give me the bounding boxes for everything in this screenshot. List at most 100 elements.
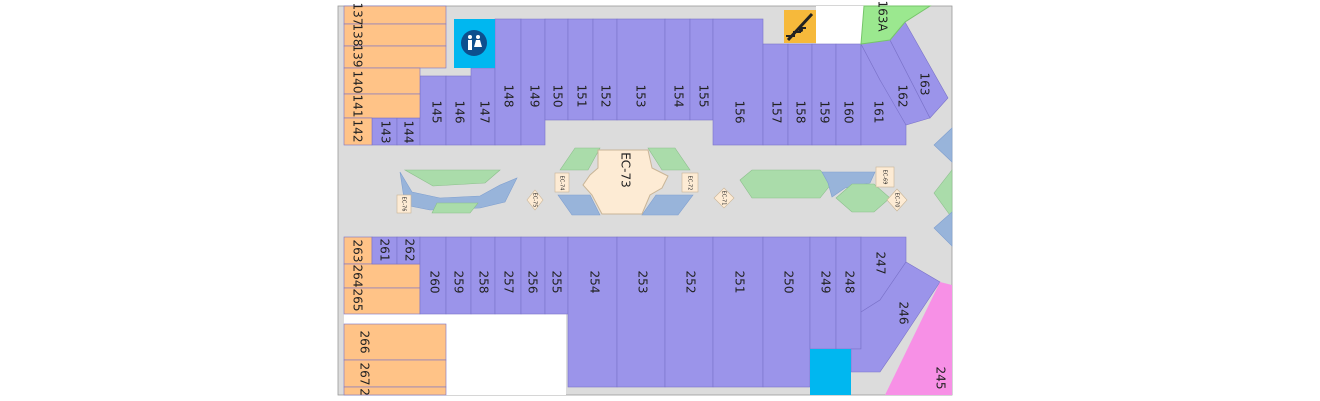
anchor-264[interactable] — [343, 263, 421, 289]
kiosk-ec-76-shape[interactable] — [396, 194, 412, 214]
kiosk-label-ec-75: EC-75 — [532, 193, 538, 208]
planter-center-blue-right — [641, 194, 694, 216]
store-253[interactable] — [616, 236, 666, 388]
store-label-253: 253 — [636, 271, 650, 294]
planter-left-green-bottom — [431, 202, 479, 214]
anchor-140[interactable] — [343, 67, 421, 95]
store-153[interactable] — [616, 18, 666, 121]
store-152[interactable] — [592, 18, 618, 121]
planter-left-green-top — [403, 169, 501, 187]
store-label-263: 263 — [351, 240, 365, 263]
kiosk-label-ec-70: EC-70 — [894, 193, 900, 208]
store-label-145: 145 — [430, 101, 444, 124]
store-262[interactable] — [371, 236, 398, 265]
store-label-251: 251 — [733, 271, 747, 294]
store-252[interactable] — [664, 236, 714, 388]
store-159[interactable] — [811, 43, 837, 146]
store-label-266: 266 — [358, 331, 372, 354]
store-157[interactable] — [762, 43, 789, 146]
store-label-249: 249 — [819, 271, 833, 294]
store-label-149: 149 — [528, 85, 542, 108]
void-top-right — [816, 6, 864, 44]
store-248[interactable] — [835, 236, 862, 350]
store-label-143: 143 — [379, 121, 393, 144]
store-254[interactable] — [567, 236, 618, 388]
store-146[interactable] — [445, 75, 472, 146]
store-145[interactable] — [419, 75, 447, 146]
kiosk-label-ec-71: EC-71 — [721, 191, 727, 206]
store-label-248: 248 — [843, 271, 857, 294]
kiosk-label-ec-72: EC-72 — [687, 176, 693, 191]
kiosk-ec-73-area[interactable] — [582, 149, 669, 215]
kiosk-ec-70-shape[interactable] — [886, 188, 908, 212]
store-149[interactable] — [520, 18, 546, 146]
store-251[interactable] — [712, 236, 764, 388]
store-label-267: 267 — [358, 363, 372, 386]
store-156[interactable] — [712, 18, 764, 146]
kiosk-ec-69-shape[interactable] — [875, 166, 895, 188]
store-label-150: 150 — [551, 85, 565, 108]
anchor-267[interactable] — [343, 359, 447, 388]
store-257[interactable] — [494, 236, 522, 315]
store-label-155: 155 — [697, 85, 711, 108]
store-label-256: 256 — [526, 271, 540, 294]
kiosk-ec-71-shape[interactable] — [713, 187, 735, 209]
store-258[interactable] — [470, 236, 496, 315]
store-256[interactable] — [520, 236, 546, 315]
restroom-icon — [461, 30, 487, 56]
store-label-254: 254 — [588, 271, 602, 294]
store-160[interactable] — [835, 43, 862, 146]
kiosk-ec-72-shape[interactable] — [681, 172, 699, 193]
store-label-265: 265 — [351, 289, 365, 312]
restroom-block-bottom[interactable] — [810, 349, 851, 395]
anchor-2[interactable] — [343, 386, 447, 396]
store-label-245: 245 — [934, 367, 948, 390]
store-label-158: 158 — [794, 101, 808, 124]
right-edge-blue-2 — [933, 211, 953, 247]
store-label-257: 257 — [502, 271, 516, 294]
store-label-161: 161 — [872, 101, 886, 124]
store-143[interactable] — [371, 117, 398, 146]
planter-right-blue — [821, 171, 876, 198]
planter-center-green-right — [647, 147, 691, 171]
store-151[interactable] — [567, 18, 594, 121]
anchor-142[interactable] — [343, 117, 373, 146]
kiosk-ec-74-shape[interactable] — [554, 172, 570, 193]
store-label-147: 147 — [478, 101, 492, 124]
kiosk-ec-75-shape[interactable] — [526, 189, 544, 211]
store-148[interactable] — [494, 18, 522, 146]
store-label-260: 260 — [428, 271, 442, 294]
right-edge-blue-1 — [933, 127, 953, 163]
store-158[interactable] — [787, 43, 813, 146]
store-label-259: 259 — [452, 271, 466, 294]
store-154[interactable] — [664, 18, 691, 121]
kiosk-label-ec-76: EC-76 — [401, 197, 407, 212]
planter-right-green — [739, 169, 833, 199]
anchor-266[interactable] — [343, 323, 447, 361]
anchor-label-141: 141 — [351, 95, 365, 118]
store-label-148: 148 — [502, 85, 516, 108]
store-label-252: 252 — [684, 271, 698, 294]
anchor-141[interactable] — [343, 93, 421, 119]
escalator-icon — [786, 12, 814, 42]
store-label-258: 258 — [477, 271, 491, 294]
store-label-144: 144 — [402, 121, 416, 144]
store-245[interactable] — [885, 282, 952, 395]
store-147[interactable] — [470, 67, 496, 146]
store-label-261: 261 — [378, 239, 392, 262]
void-left-strip — [344, 314, 446, 324]
store-label-160: 160 — [842, 101, 856, 124]
store-163a[interactable] — [860, 5, 932, 45]
planter-center-green-left — [559, 147, 601, 171]
void-bottom-left — [446, 314, 566, 395]
store-label-163: 163 — [918, 73, 932, 96]
store-label-152: 152 — [599, 85, 613, 108]
store-label-2: 2 — [358, 388, 372, 396]
store-label-163a: 163A — [876, 0, 890, 32]
kiosk-label-ec-74: EC-74 — [559, 176, 565, 191]
store-label-157: 157 — [770, 101, 784, 124]
store-label-146: 146 — [453, 101, 467, 124]
store-250[interactable] — [762, 236, 811, 388]
right-edge-green — [933, 169, 953, 219]
